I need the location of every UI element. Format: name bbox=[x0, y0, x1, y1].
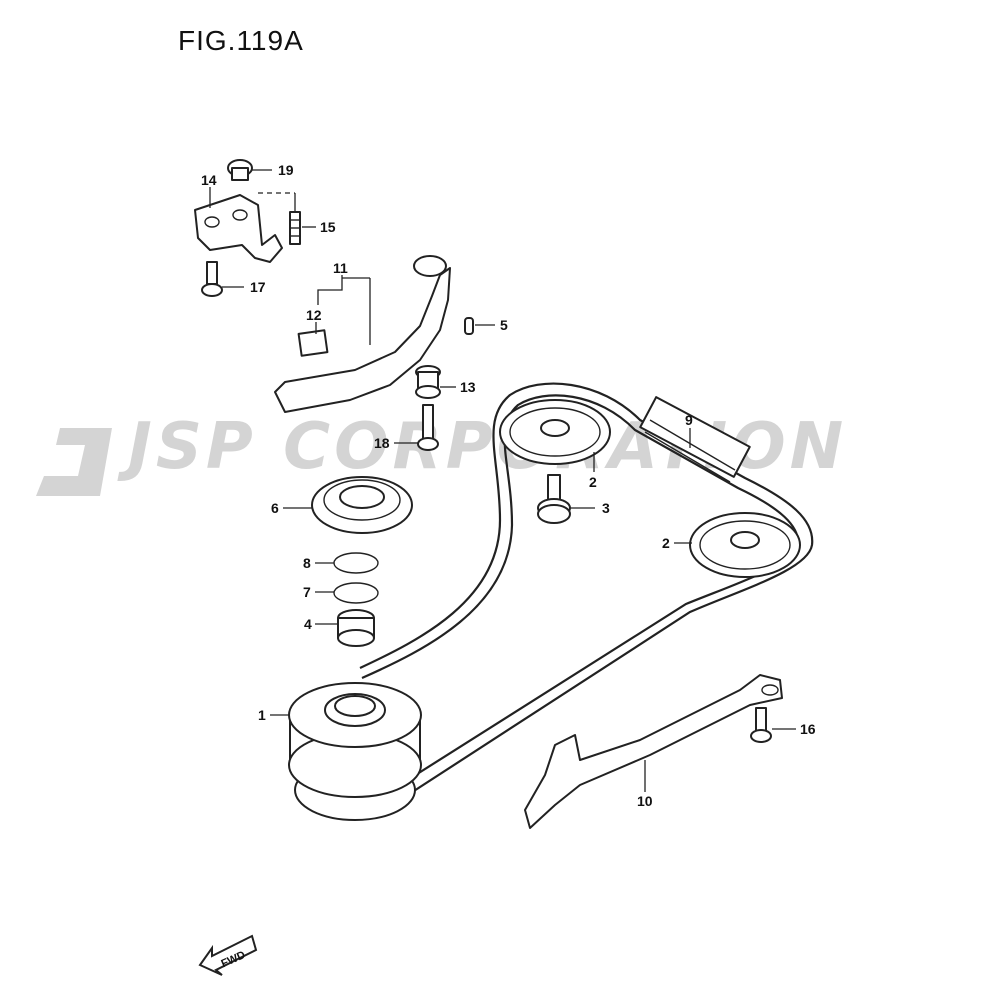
callout-11: 11 bbox=[333, 260, 348, 276]
chain-links-segment bbox=[639, 396, 751, 483]
camshaft-sprocket-upper bbox=[499, 399, 611, 465]
callouts: 1 2 2 3 4 5 6 7 8 9 10 11 12 13 14 15 bbox=[201, 162, 816, 809]
timing-chain bbox=[319, 382, 814, 817]
callout-7: 7 bbox=[303, 584, 311, 600]
chain-tensioner-guide bbox=[274, 255, 451, 413]
camshaft-sprocket-lower bbox=[689, 512, 801, 578]
bearing bbox=[311, 476, 413, 534]
callout-12: 12 bbox=[306, 307, 322, 323]
tensioner-pin bbox=[464, 317, 474, 335]
callout-14: 14 bbox=[201, 172, 217, 188]
callout-2-upper: 2 bbox=[589, 474, 597, 490]
tensioner-spring bbox=[289, 211, 301, 245]
callout-1: 1 bbox=[258, 707, 266, 723]
callout-5: 5 bbox=[500, 317, 508, 333]
circlip bbox=[333, 552, 379, 574]
figure-title: FIG.119A bbox=[178, 25, 304, 56]
callout-3: 3 bbox=[602, 500, 610, 516]
o-ring bbox=[333, 582, 379, 604]
sprocket-bolt bbox=[537, 474, 571, 524]
fwd-arrow: FWD bbox=[198, 934, 258, 976]
callout-19: 19 bbox=[278, 162, 294, 178]
callout-2-lower: 2 bbox=[662, 535, 670, 551]
guide-bushing bbox=[415, 365, 441, 399]
callout-16: 16 bbox=[800, 721, 816, 737]
callout-17: 17 bbox=[250, 279, 266, 295]
callout-8: 8 bbox=[303, 555, 311, 571]
chain-tensioner-adjuster bbox=[194, 194, 283, 263]
callout-6: 6 bbox=[271, 500, 279, 516]
adjuster-bolt bbox=[201, 261, 223, 297]
shaft-bushing bbox=[337, 609, 375, 647]
callout-13: 13 bbox=[460, 379, 476, 395]
guide-mount-bolt bbox=[750, 707, 772, 743]
chain-guide bbox=[524, 674, 783, 829]
callout-4: 4 bbox=[304, 616, 312, 632]
callout-18: 18 bbox=[374, 435, 390, 451]
jsp-logo-mark bbox=[36, 428, 112, 496]
adjuster-nut bbox=[227, 159, 253, 181]
idler-gear bbox=[288, 682, 422, 821]
guide-bolt bbox=[417, 404, 439, 451]
callout-10: 10 bbox=[637, 793, 653, 809]
tensioner-cushion bbox=[297, 329, 329, 357]
callout-9: 9 bbox=[685, 412, 693, 428]
callout-15: 15 bbox=[320, 219, 336, 235]
